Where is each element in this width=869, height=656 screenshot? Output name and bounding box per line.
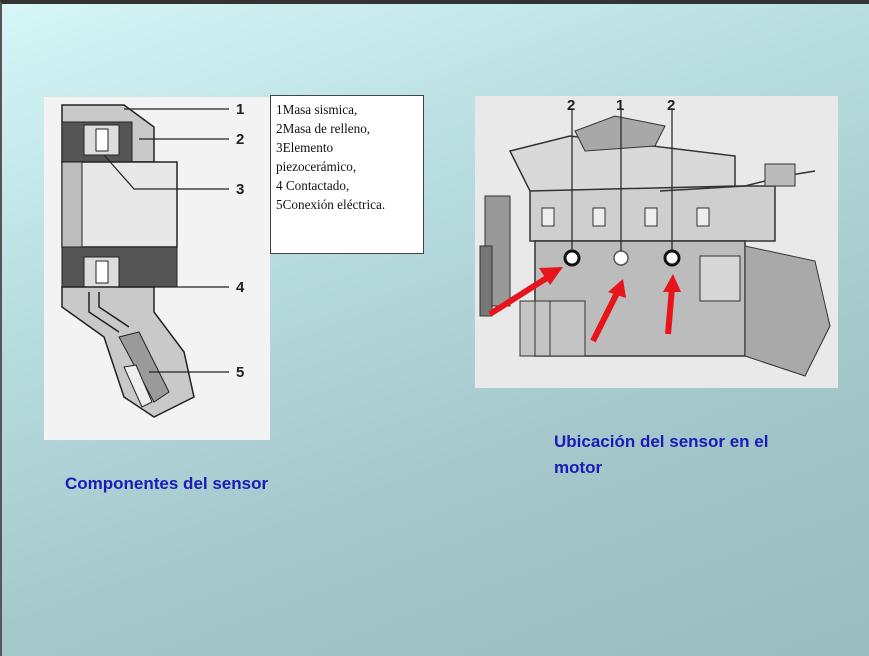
arrow-to-sensor-middle [590, 289, 621, 343]
legend-line: 3Elemento [276, 140, 334, 155]
component-legend: 1Masa sismica, 2Masa de relleno, 3Elemen… [270, 95, 424, 254]
arrow-to-sensor-left [488, 271, 555, 317]
red-arrows [488, 267, 681, 343]
left-callout-2: 2 [236, 131, 244, 148]
legend-line: 4 Contactado, [276, 178, 350, 193]
legend-line: 5Conexión eléctrica. [276, 197, 386, 212]
arrow-to-sensor-right [665, 287, 675, 335]
right-callout-2a: 2 [567, 97, 575, 114]
arrow-head-right [663, 274, 681, 292]
legend-line: 2Masa de relleno, [276, 121, 371, 136]
arrow-head-middle [608, 279, 626, 298]
engine-location-figure: 2 1 2 [475, 96, 838, 388]
engine-drawing: 2 1 2 [479, 97, 831, 377]
left-callout-5: 5 [236, 364, 244, 381]
sensor-cross-section-drawing: 1 2 3 4 5 [61, 101, 245, 418]
sensor-cross-section-figure: 1 2 3 4 5 [44, 97, 270, 440]
left-callout-4: 4 [236, 279, 245, 296]
caption-sensor-components: Componentes del sensor [65, 474, 269, 493]
right-callout-2b: 2 [667, 97, 675, 114]
right-callout-1: 1 [616, 97, 624, 114]
left-callout-1: 1 [236, 101, 244, 118]
legend-line: piezocerámico, [276, 159, 357, 174]
left-callout-3: 3 [236, 181, 244, 198]
arrow-head-left [539, 267, 563, 285]
legend-line: 1Masa sismica, [276, 102, 358, 117]
caption-sensor-location: Ubicación del sensor en el motor [554, 432, 769, 477]
